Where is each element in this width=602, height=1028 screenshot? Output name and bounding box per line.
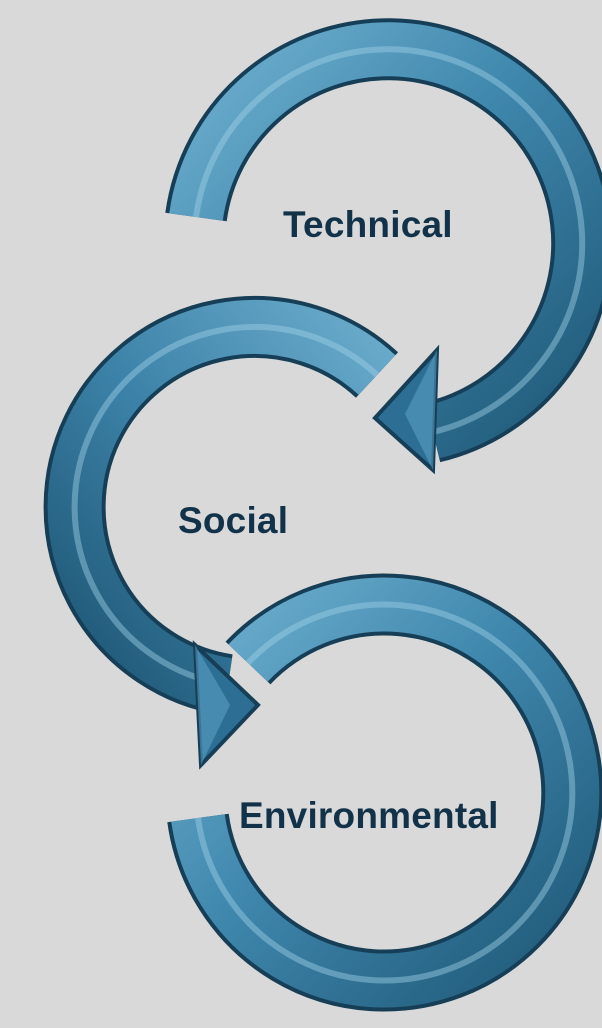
- technical-arrow-icon: [165, 18, 602, 475]
- technical-label: Technical: [283, 204, 453, 245]
- environmental-arrow-icon: [167, 573, 602, 1012]
- social-label: Social: [178, 500, 289, 541]
- social-arrow-icon: [43, 295, 399, 770]
- environmental-label: Environmental: [239, 795, 499, 836]
